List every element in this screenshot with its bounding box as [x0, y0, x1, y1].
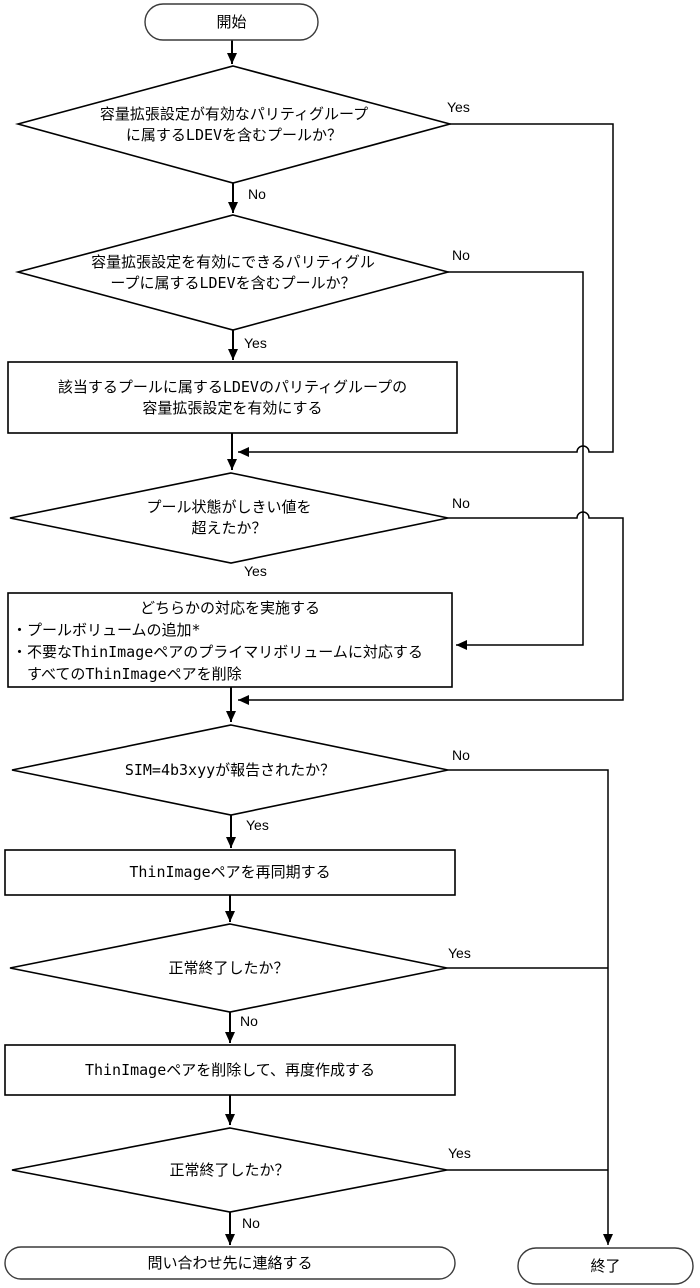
- end-terminal-shape: [517, 1247, 694, 1285]
- decision-pool-threshold-shape: [9, 472, 449, 564]
- process-recreate-pair-shape: [4, 1044, 456, 1096]
- contact-terminal-shape: [4, 1246, 456, 1280]
- start-terminal: 開始: [216, 12, 247, 31]
- process-choose-action: どちらかの対応を実施する ・プールボリュームの追加* ・不要なThinImage…: [8, 593, 452, 687]
- branch-label-q6-no: No: [242, 1215, 260, 1231]
- branch-label-q5-yes: Yes: [448, 945, 471, 961]
- branch-label-q1-no: No: [248, 186, 266, 202]
- decision-normal-end-1: 正常終了したか？: [168, 958, 289, 977]
- decision-capacity-expansion-enabled: 容量拡張設定が有効なパリティグループ に属するLDEVを含むプールか？: [99, 104, 369, 144]
- connector-q2-no-to-p2: [448, 271, 584, 650]
- process-enable-expansion-shape: [7, 361, 458, 434]
- process-recreate-pair: ThinImageペアを削除して、再度作成する: [84, 1060, 376, 1079]
- branch-label-q1-yes: Yes: [447, 99, 470, 115]
- connector-q3-no-return: [238, 511, 624, 705]
- process-choose-action-title: どちらかの対応を実施する: [139, 599, 320, 617]
- branch-label-q4-no: No: [452, 747, 470, 763]
- decision-capacity-expansion-enabled-shape: [14, 65, 454, 184]
- connector-q4-no-to-end: [448, 769, 613, 1245]
- branch-label-q2-no: No: [452, 247, 470, 263]
- branch-label-q6-yes: Yes: [448, 1145, 471, 1161]
- process-resync-pair-shape: [4, 849, 456, 896]
- decision-capacity-expansion-possible: 容量拡張設定を有効にできるパリティグル ープに属するLDEVを含むプールか？: [91, 252, 375, 292]
- decision-pool-threshold: プール状態がしきい値を 超えたか？: [146, 498, 312, 537]
- branch-label-q2-yes: Yes: [244, 335, 267, 351]
- branch-label-q3-yes: Yes: [244, 563, 267, 579]
- end-terminal: 終了: [590, 1256, 621, 1275]
- contact-terminal: 問い合わせ先に連絡する: [147, 1253, 313, 1272]
- decision-sim-reported: SIM=4b3xyyが報告されたか？: [124, 760, 336, 779]
- process-choose-action-item: ・不要なThinImageペアのプライマリボリュームに対応する: [12, 643, 423, 661]
- process-choose-action-shape: [7, 592, 453, 688]
- branch-label-q3-no: No: [452, 495, 470, 511]
- decision-normal-end-2-shape: [11, 1127, 448, 1213]
- process-resync-pair: ThinImageペアを再同期する: [129, 863, 331, 881]
- decision-sim-reported-shape: [11, 724, 449, 816]
- branch-label-q5-no: No: [240, 1013, 258, 1029]
- process-enable-expansion: 該当するプールに属するLDEVのパリティグループの 容量拡張設定を有効にする: [57, 377, 408, 417]
- decision-capacity-expansion-possible-shape: [14, 214, 452, 331]
- branch-label-q4-yes: Yes: [246, 817, 269, 833]
- start-terminal-shape: [144, 3, 319, 41]
- decision-normal-end-2: 正常終了したか？: [169, 1160, 290, 1179]
- decision-normal-end-1-shape: [9, 923, 448, 1013]
- process-choose-action-item: ・プールボリュームの追加*: [12, 621, 201, 639]
- connector-q1-yes-return: [238, 123, 614, 457]
- process-choose-action-item: すべてのThinImageペアを削除: [12, 665, 242, 683]
